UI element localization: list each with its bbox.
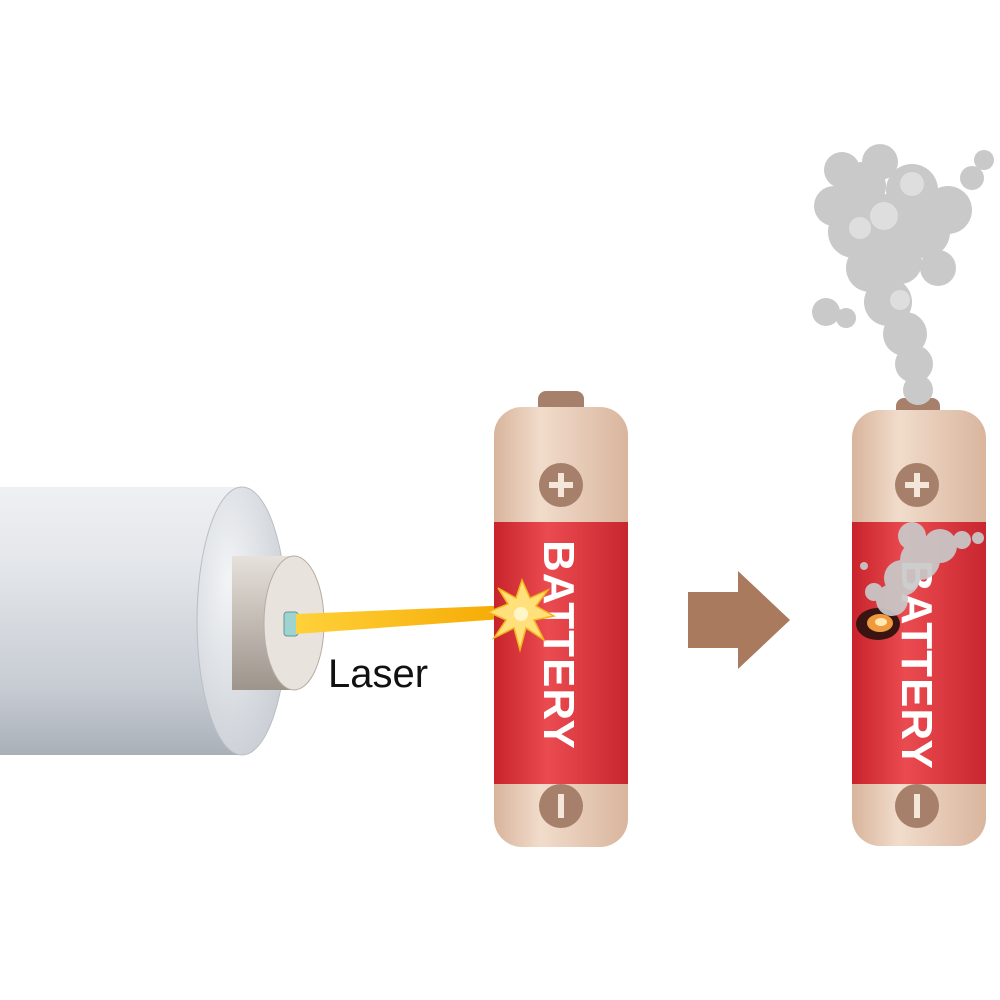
smoke-cloud-side	[860, 522, 984, 616]
minus-sign	[895, 784, 939, 828]
plus-sign	[539, 463, 583, 507]
laser-beam	[296, 605, 515, 634]
smoke-cloud-highlights	[849, 172, 924, 310]
laser-device	[0, 486, 325, 756]
battery-left-label: BATTERY	[534, 540, 583, 750]
battery-left-band	[494, 522, 628, 784]
battery-left: BATTERY	[486, 391, 628, 847]
burn-hole	[856, 608, 900, 640]
right-arrow	[688, 571, 790, 669]
laser-lens	[283, 611, 299, 637]
spark-core	[514, 607, 528, 621]
plus-sign	[895, 463, 939, 507]
laser-label: Laser	[328, 652, 429, 696]
minus-sign	[539, 784, 583, 828]
battery-right: BATTERY	[852, 398, 986, 846]
